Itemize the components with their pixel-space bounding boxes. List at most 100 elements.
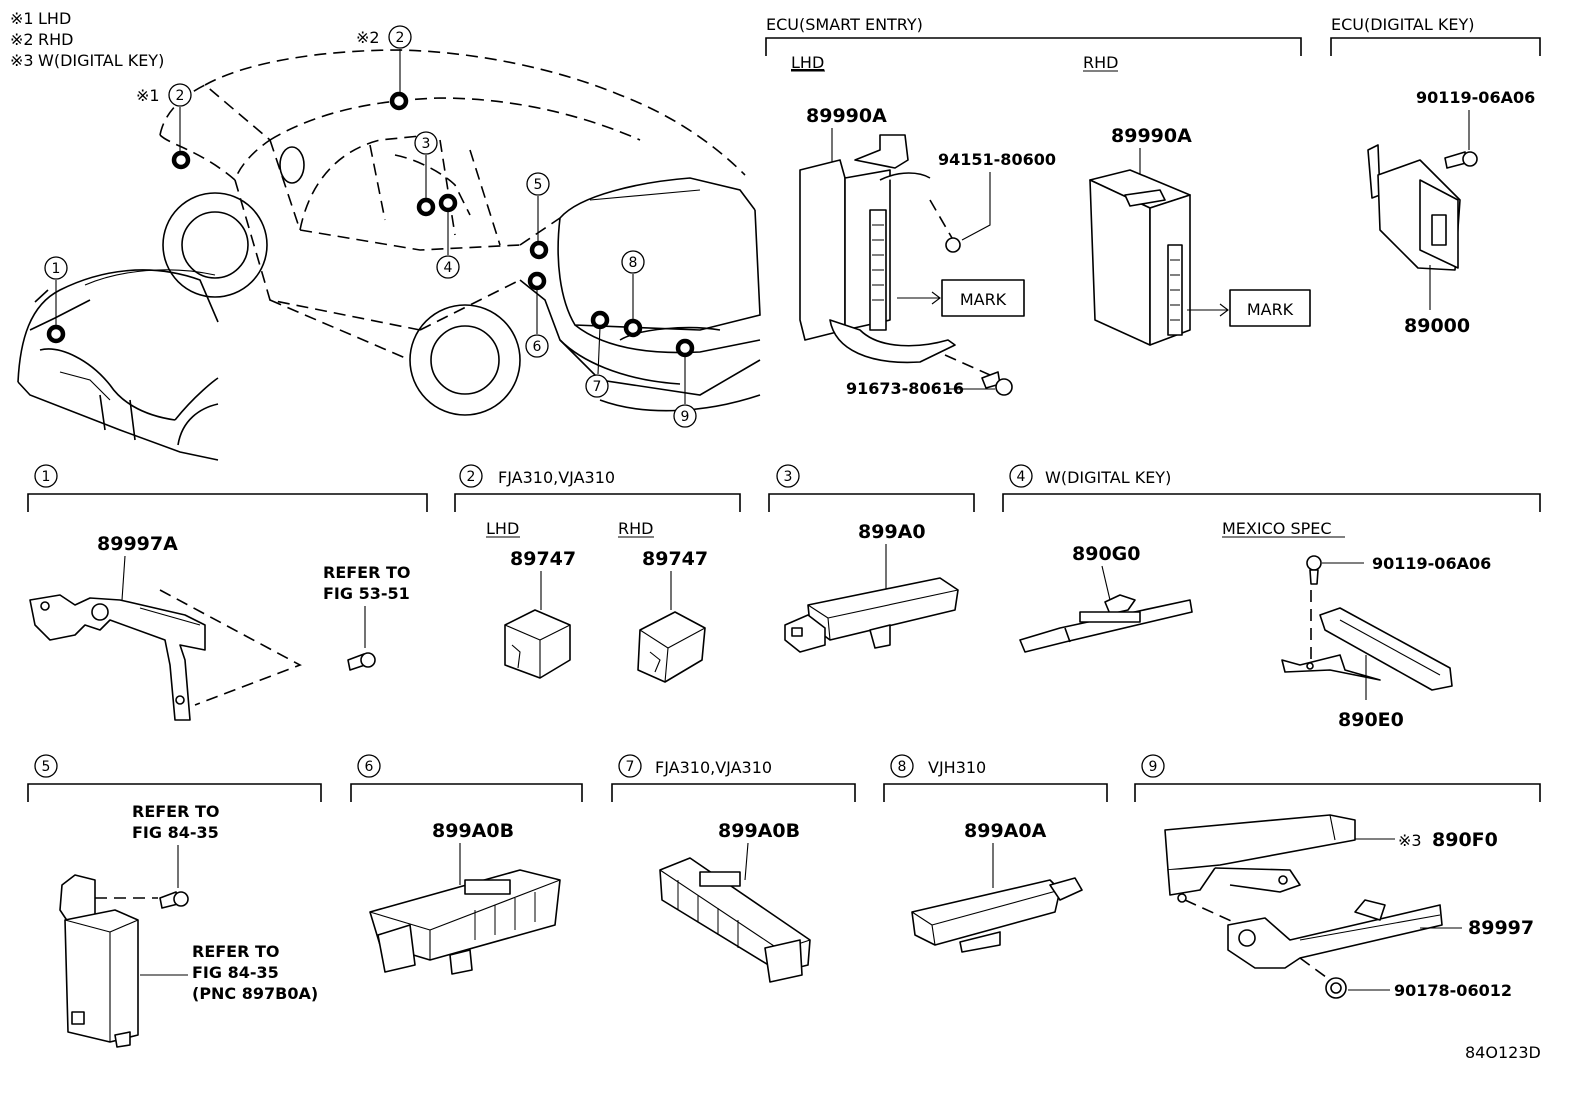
svg-text:6: 6 [365,759,374,775]
vehicle-overview: 1 ※1 2 ※2 2 3 4 5 [17,25,761,461]
section-3-badge [776,464,800,488]
nut-icon-s9 [1325,977,1347,999]
location-dot-4 [438,193,458,213]
part-91673-80616: 91673-80616 [846,379,964,398]
callout-note-2: ※2 [356,28,380,47]
svg-text:9: 9 [681,409,690,425]
ecu-smart-entry-title: ECU(SMART ENTRY) [766,15,923,34]
refer-to-label-1: REFER TO [323,563,411,582]
part-890E0: 890E0 [1338,709,1404,731]
antenna-899A0B-s7 [659,857,811,983]
callout-2-rhd [388,25,412,49]
section-5: 5 REFER TO FIG 84-35 REFER TO FIG 84-35 … [27,754,322,1048]
ecu-digital-key-group: ECU(DIGITAL KEY) 90119-06A06 89000 [1330,15,1541,337]
section-1-badge [34,464,58,488]
bolt-icon-s4 [1306,555,1322,585]
callout-6 [525,334,549,358]
part-899A0A: 899A0A [964,820,1047,842]
section-9: 9 ※3 890F0 89997 90178-06012 [1134,754,1541,1000]
mark-label-box-lhd [941,279,1025,317]
svg-text:9: 9 [1149,759,1158,775]
screw-icon [981,371,1013,396]
refer-to-fig-84-35-a: FIG 84-35 [132,823,219,842]
part-89747-rhd: 89747 [642,548,708,570]
ecu-smart-entry-lhd-label: LHD [791,53,824,72]
callout-7 [585,374,609,398]
section-5-badge [34,754,58,778]
section-2-badge [459,464,483,488]
part-89747-lhd: 89747 [510,548,576,570]
clip-icon [945,237,961,253]
svg-text:2: 2 [396,30,405,46]
bracket-89997A [29,594,206,721]
mark-label-box-rhd [1229,289,1311,327]
section-6-badge [357,754,381,778]
section-7: 7 FJA310,VJA310 899A0B [611,754,856,983]
location-dot-5 [529,240,549,260]
section-7-condition: FJA310,VJA310 [655,758,772,777]
svg-text:1: 1 [52,261,61,277]
location-dot-7 [590,310,610,330]
section-1: 1 89997A REFER TO FIG 53-51 [27,464,428,721]
note-2-text: RHD [38,30,73,49]
svg-text:4: 4 [444,260,453,276]
location-dot-9 [675,338,695,358]
ecu-smart-entry-group: ECU(SMART ENTRY) LHD RHD 89990A 94151-80… [765,15,1311,398]
note-2-symbol: ※2 [10,30,34,49]
location-dot-1 [46,324,66,344]
ecu-digital-key-title: ECU(DIGITAL KEY) [1331,15,1474,34]
antenna-89747-rhd [637,611,706,683]
antenna-890E0 [1281,607,1453,691]
section-4: 4 W(DIGITAL KEY) 890G0 MEXICO SPEC 90119… [1002,464,1541,731]
callout-2-lhd [168,83,192,107]
svg-text:4: 4 [1017,469,1026,485]
antenna-899A0 [784,577,959,653]
svg-text:7: 7 [593,379,602,395]
antenna-899A0A [911,877,1083,953]
refer-to-fig-84-35-b: FIG 84-35 [192,963,279,982]
antenna-890G0 [1019,594,1193,653]
callout-3 [414,131,438,155]
section-9-badge [1141,754,1165,778]
antenna-899A0B-s6 [369,869,561,975]
note-1-symbol: ※1 [10,9,34,28]
part-89997A: 89997A [97,533,178,555]
callout-8 [621,250,645,274]
ecu-digital-key-unit [1367,144,1461,271]
location-dot-3 [416,197,436,217]
svg-text:3: 3 [784,469,793,485]
svg-text:3: 3 [422,136,431,152]
part-89990A-lhd: 89990A [806,105,887,127]
antenna-89997 [1227,899,1443,969]
section-4-badge [1009,464,1033,488]
part-90119-06A06-s4: 90119-06A06 [1372,554,1491,573]
ecu-unit-s5 [59,874,139,1048]
location-dot-6 [527,271,547,291]
part-890G0: 890G0 [1072,543,1140,565]
svg-text:8: 8 [629,255,638,271]
note-1-text: LHD [38,9,71,28]
part-89990A-rhd: 89990A [1111,125,1192,147]
callout-9 [673,404,697,428]
mexico-spec-label: MEXICO SPEC [1222,519,1332,538]
refer-to-fig-53-51: FIG 53-51 [323,584,410,603]
svg-text:6: 6 [533,339,542,355]
bolt-icon-ecu [1444,151,1478,169]
svg-text:8: 8 [898,759,907,775]
section-2-condition: FJA310,VJA310 [498,468,615,487]
location-dot-8 [623,318,643,338]
part-899A0B-s7: 899A0B [718,820,800,842]
bolt-icon-s1 [347,652,376,671]
notes-legend: ※1 LHD ※2 RHD ※3 W(DIGITAL KEY) [10,9,164,70]
svg-text:5: 5 [42,759,51,775]
location-dot-2-rhd [389,91,409,111]
section-8: 8 VJH310 899A0A [883,754,1108,953]
svg-text:5: 5 [534,177,543,193]
part-90178-06012: 90178-06012 [1394,981,1512,1000]
refer-to-pnc-897B0A: (PNC 897B0A) [192,984,318,1003]
section-4-condition: W(DIGITAL KEY) [1045,468,1171,487]
section-3: 3 899A0 [768,464,975,653]
section-9-note-3: ※3 [1398,831,1422,850]
mark-label-lhd: MARK [960,290,1007,309]
section-8-condition: VJH310 [928,758,986,777]
